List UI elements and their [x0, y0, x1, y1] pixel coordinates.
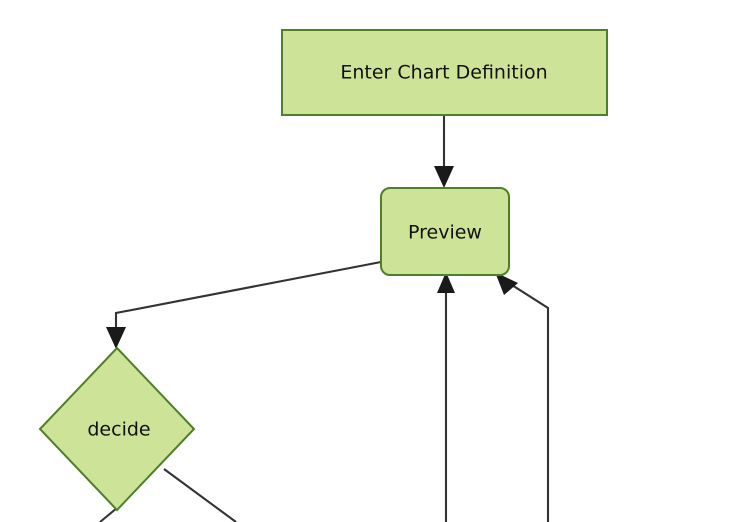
node-enter-chart-definition-shape[interactable]	[281, 29, 608, 116]
edge-decide-to-offscreen-left	[99, 507, 118, 522]
edge-preview-to-decide-line	[114, 260, 382, 342]
edge-preview-to-decide	[106, 260, 382, 349]
arrowhead-bottom-center-to-preview	[437, 272, 455, 293]
node-preview-shape[interactable]	[380, 187, 510, 276]
arrowhead-enter-to-preview	[434, 166, 454, 188]
arrowhead-bottom-right-to-preview	[495, 272, 518, 295]
node-decide[interactable]: decide	[38, 346, 196, 512]
edge-bottom-center-to-preview	[437, 272, 455, 522]
node-preview-label: Preview	[408, 222, 482, 244]
edge-enter-to-preview	[434, 115, 454, 188]
edge-decide-to-offscreen-right	[163, 468, 237, 522]
edge-bottom-right-to-preview	[495, 272, 550, 522]
node-layer: Enter Chart Definition Preview decide	[38, 29, 608, 512]
node-decide-shape[interactable]	[38, 346, 196, 512]
node-decide-label: decide	[87, 419, 150, 441]
edge-bottom-right-to-preview-line	[500, 277, 550, 522]
arrowhead-preview-to-decide	[106, 327, 126, 349]
edge-layer	[99, 115, 550, 522]
node-enter-chart-definition[interactable]: Enter Chart Definition	[281, 29, 608, 116]
node-enter-chart-definition-label: Enter Chart Definition	[340, 62, 547, 84]
node-preview[interactable]: Preview	[380, 187, 510, 276]
